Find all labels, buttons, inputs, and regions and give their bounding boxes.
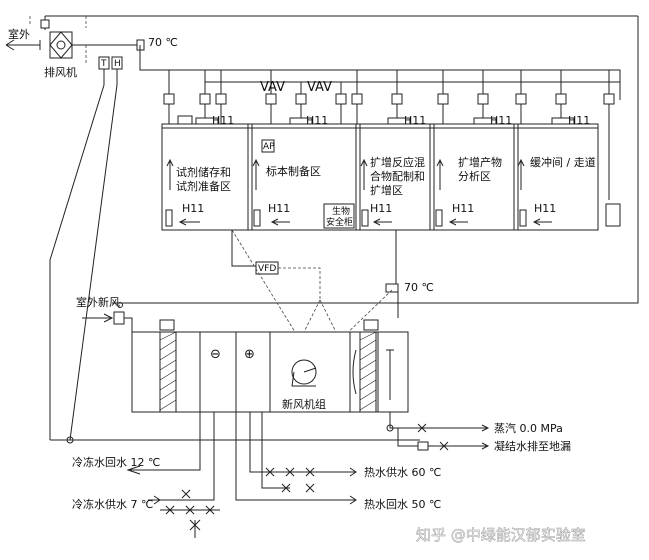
h11-label: H11 [490,114,512,127]
h-sensor-label: H [114,59,121,69]
vfd-lead [278,267,321,300]
chw-supply-label: 冷冻水供水 7 ℃ [72,497,153,511]
vav-label-1: VAV [260,80,285,95]
airflow-arrows [166,158,525,190]
fresh-air-arrow [82,313,114,323]
bio-safety-cabinet [323,203,355,229]
vav-label-2: VAV [307,80,332,95]
ahu-section: 室外新风 ⊖ ⊕ 新风机组 [76,295,409,413]
temp-top-label: 70 ℃ [148,36,178,49]
exhaust-damper [40,19,50,29]
exhaust-control-dash [29,16,87,65]
control-dashes [231,229,393,341]
h11-label: H11 [568,114,590,127]
h11-label: H11 [404,114,426,127]
steam-label: 蒸汽 0.0 MPa [494,421,563,435]
sensor-leads [49,69,118,441]
buffer-exhaust-box [605,203,621,227]
h11-low-label: H11 [268,202,290,215]
fresh-air-label: 室外新风 [76,295,120,309]
humidifier [386,349,394,400]
temp-sensor-mid [385,283,399,293]
exhaust-right-riser [112,16,639,304]
exhaust-branch-header [139,45,621,100]
cooling-coil-icon: ⊖ [210,347,221,362]
lower-exhaust-grilles [165,209,527,227]
room-label-reagent: 试剂储存和 试剂准备区 [176,165,235,193]
vfd-label: VFD [258,264,276,274]
bsc-label: 生物 安全柜 [326,205,353,228]
room-label-analysis: 扩增产物 分析区 [458,155,506,183]
h11-low-label: H11 [182,202,204,215]
chw-return-label: 冷冻水回水 12 ℃ [72,455,160,469]
exhaust-section: 室外 排风机 70 ℃ T H [5,15,638,441]
ceiling-terminals [163,70,620,200]
supply-header [231,230,256,267]
fresh-air-damper [113,311,125,325]
heating-coil-icon: ⊕ [244,347,255,362]
temp-mid-label: 70 ℃ [404,281,434,294]
watermark: 知乎 @中绿能汉郁实验室 [416,526,586,544]
piping: 蒸汽 0.0 MPa 凝结水排至地漏 冷冻水回水 12 ℃ 冷冻水供水 7 ℃ … [50,412,571,538]
lab-rooms: H11 H11 H11 H11 H11 VAV VAV 试剂储存和 试剂准备区 … [161,70,621,231]
h11-low-label: H11 [534,202,556,215]
ap-sensor [261,139,275,153]
outdoor-exhaust-label: 室外 [8,27,30,41]
room-label-specimen: 标本制备区 [266,164,321,178]
h11-label: H11 [212,114,234,127]
ahu-label: 新风机组 [282,397,326,411]
supply-riser [392,230,397,291]
ap-label: AP [263,142,275,152]
t-sensor-label: T [100,59,107,69]
exhaust-fan-label: 排风机 [44,65,77,79]
h11-low-label: H11 [452,202,474,215]
room-label-amplification: 扩增反应混 合物配制和 扩增区 [370,155,429,197]
condensate-label: 凝结水排至地漏 [494,439,571,453]
h11-low-label: H11 [370,202,392,215]
exhaust-outlet-arrow [5,39,41,51]
supply-fan-icon [291,359,317,387]
hw-supply-label: 热水供水 60 ℃ [364,465,441,479]
hw-return-label: 热水回水 50 ℃ [364,498,441,511]
exhaust-fan-icon [49,31,73,59]
room-label-buffer: 缓冲间 / 走道 [530,155,596,169]
h11-label: H11 [306,114,328,127]
exhaust-main-duct [44,15,638,46]
